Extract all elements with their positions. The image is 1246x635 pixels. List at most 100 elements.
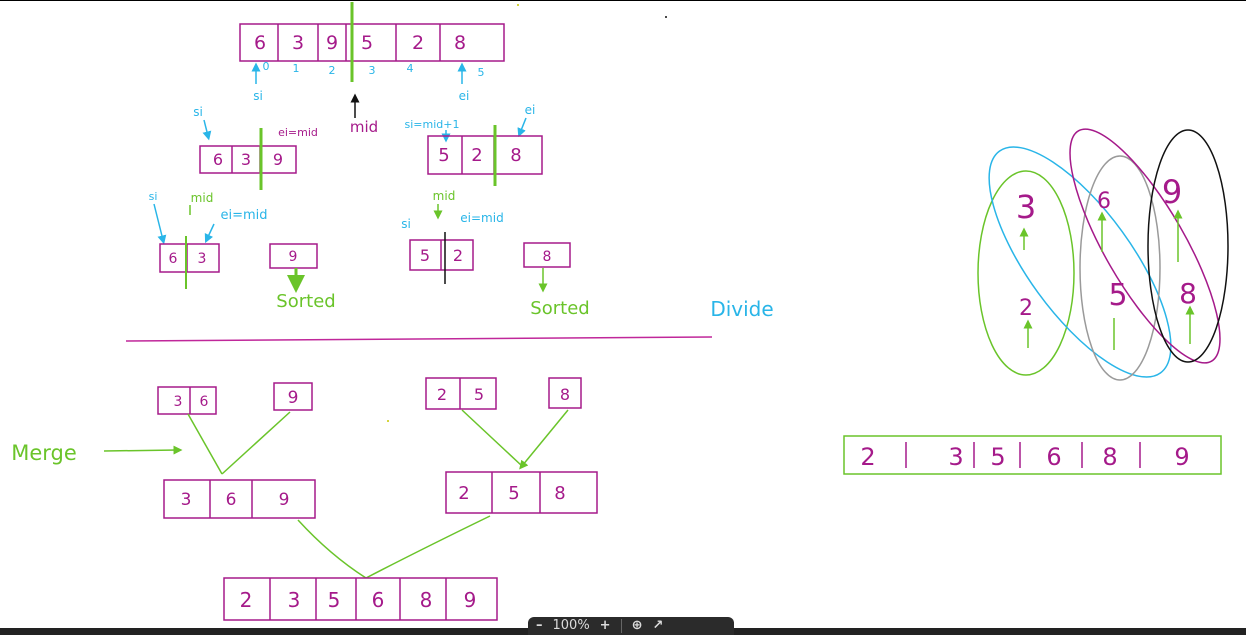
- ll-mid-label: mid: [191, 191, 214, 205]
- rl-ei-label: ei=mid: [460, 211, 503, 225]
- left-si-arrow: [202, 119, 212, 141]
- zoom-level: 100%: [552, 618, 590, 633]
- left-ei-label: ei=mid: [278, 126, 318, 139]
- merge-line-d: [519, 409, 569, 470]
- fit-icon[interactable]: ⊕: [631, 618, 643, 633]
- merge-line-left-final: [297, 519, 367, 579]
- right-cell-2: 8: [510, 145, 521, 166]
- rr-cell-0: 8: [543, 249, 552, 265]
- rl-cell-1: 2: [453, 246, 463, 265]
- merge-final-array: [223, 577, 498, 621]
- expand-icon[interactable]: ↗: [652, 618, 664, 633]
- ll-ei-arrow: [204, 223, 215, 244]
- result-array: [843, 435, 1222, 475]
- ll-si-label: si: [149, 190, 158, 203]
- root-index-2: 2: [329, 64, 336, 77]
- stray-dot: [665, 16, 667, 18]
- ll-ei-label: ei=mid: [220, 208, 267, 223]
- root-index-4: 4: [407, 62, 414, 75]
- root-index-1: 1: [293, 62, 300, 75]
- zoom-out-button[interactable]: –: [536, 618, 543, 633]
- result-cell-1: 3: [948, 443, 963, 471]
- black-ellipse: [1147, 129, 1229, 363]
- merge-left-cell-0: 3: [181, 490, 192, 510]
- top-border: [0, 0, 1246, 1]
- zoom-in-button[interactable]: +: [599, 618, 611, 633]
- result-cell-4: 8: [1102, 443, 1117, 471]
- root-index-5: 5: [478, 66, 485, 79]
- right-cell-0: 5: [438, 145, 449, 166]
- merge-right-cell-2: 8: [554, 483, 565, 504]
- rl-si-label: si: [401, 217, 411, 231]
- merge-right-array: [445, 471, 598, 514]
- green-ellipse: [977, 170, 1075, 376]
- ll-si-arrow: [153, 203, 167, 245]
- gray-ellipse: [1079, 155, 1161, 381]
- pair-col1-top: 3: [1016, 188, 1036, 226]
- merge-c-cell-0: 2: [437, 385, 447, 404]
- merge-b-cell-0: 9: [288, 388, 299, 408]
- section-divider: [125, 336, 713, 342]
- rl-mid-label: mid: [433, 189, 456, 203]
- pair-col3-bottom: 8: [1179, 277, 1197, 310]
- merge-line-right-final: [365, 515, 491, 579]
- rr-array: [523, 242, 571, 268]
- merge-d-cell-0: 8: [560, 385, 570, 404]
- merge-a-cell-1: 6: [200, 394, 209, 410]
- merge-box-d: [548, 377, 582, 409]
- merge-line-b: [221, 411, 291, 475]
- purple-ellipse: [1069, 128, 1221, 364]
- blue-ellipse: [988, 146, 1172, 378]
- left-cell-2: 9: [273, 150, 283, 169]
- merge-c-cell-1: 5: [474, 385, 484, 404]
- merge-left-cell-1: 6: [226, 490, 237, 510]
- lr-sorted-label: Sorted: [276, 291, 335, 312]
- merge-arrow: [103, 445, 183, 455]
- root-array: [239, 23, 505, 62]
- result-cell-3: 6: [1046, 443, 1061, 471]
- root-cell-5: 8: [454, 32, 466, 54]
- merge-line-a: [187, 413, 223, 475]
- right-cell-1: 2: [471, 145, 482, 166]
- merge-box-a: [157, 386, 217, 415]
- zoom-toolbar: – 100% + ⊕ ↗: [528, 617, 734, 635]
- merge-box-b: [273, 382, 313, 411]
- rr-sorted-label: Sorted: [530, 298, 589, 319]
- final-cell-2: 5: [328, 588, 341, 612]
- toolbar-divider: [620, 619, 622, 633]
- merge-left-cell-2: 9: [279, 490, 290, 510]
- root-index-3: 3: [369, 64, 376, 77]
- result-cell-0: 2: [860, 443, 875, 471]
- result-cell-2: 5: [990, 443, 1005, 471]
- rl-array: [409, 239, 474, 271]
- merge-label: Merge: [11, 441, 77, 465]
- left-si-label: si: [193, 105, 203, 119]
- right-ei-arrow: [517, 117, 527, 138]
- merge-left-array: [163, 479, 316, 519]
- pair-col1-bottom: 2: [1019, 296, 1033, 321]
- root-cell-2: 9: [326, 32, 338, 54]
- left-cell-1: 3: [241, 150, 251, 169]
- stray-dot: [517, 4, 519, 6]
- ll-cell-0: 6: [169, 251, 178, 267]
- final-cell-0: 2: [240, 588, 253, 612]
- root-cell-3: 5: [361, 32, 373, 54]
- result-cell-5: 9: [1174, 443, 1189, 471]
- root-cell-4: 2: [412, 32, 424, 54]
- right-si-label: si=mid+1: [405, 118, 460, 131]
- divide-label: Divide: [710, 297, 773, 321]
- ll-cell-1: 3: [198, 251, 207, 267]
- stray-dot: [387, 420, 389, 422]
- pair-col3-top: 9: [1162, 173, 1182, 211]
- root-mid-label: mid: [350, 118, 378, 136]
- right-ei-label: ei: [525, 103, 536, 117]
- left-cell-0: 6: [213, 150, 223, 169]
- root-cell-0: 6: [254, 32, 266, 54]
- final-cell-5: 9: [464, 588, 477, 612]
- merge-line-c: [461, 409, 523, 467]
- pair-col2-bottom: 5: [1108, 278, 1127, 313]
- root-cell-1: 3: [292, 32, 304, 54]
- merge-right-cell-1: 5: [508, 483, 519, 504]
- root-index-0: 0: [263, 60, 270, 73]
